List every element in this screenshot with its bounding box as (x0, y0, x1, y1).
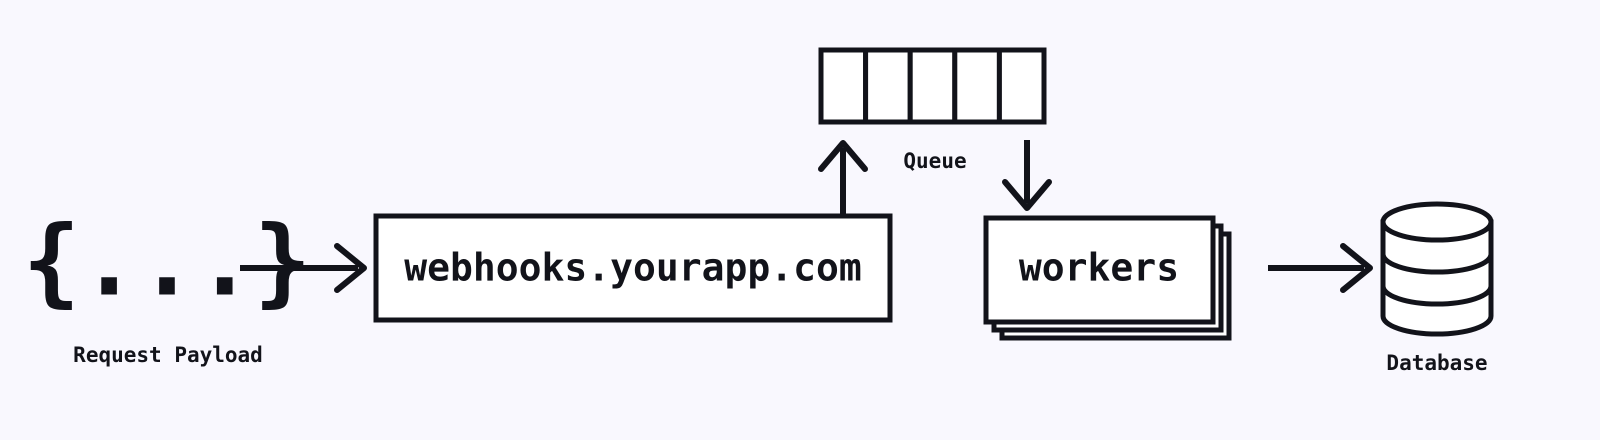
queue-cell (996, 47, 1047, 125)
database-caption: Database (1386, 351, 1487, 375)
queue-cell (863, 47, 913, 125)
database-body (1380, 219, 1494, 337)
payload-braces-icon: {...} (23, 205, 312, 317)
queue-caption: Queue (903, 149, 966, 173)
endpoint-box (373, 213, 893, 323)
arrow-endpoint-to-queue (818, 140, 868, 215)
arrow-queue-to-workers (1002, 140, 1052, 211)
request-payload-caption: Request Payload (73, 343, 263, 367)
workers-box-front (983, 215, 1216, 325)
arrow-head-icon (1340, 243, 1373, 293)
arrow-head-icon (818, 140, 868, 172)
database-top-ellipse (1380, 201, 1494, 243)
arrow-head-icon (334, 243, 367, 293)
database-band-1 (1380, 253, 1494, 275)
node-workers[interactable]: workers (983, 215, 1232, 341)
database-band-2 (1380, 285, 1494, 307)
arrow-workers-to-database (1268, 243, 1373, 293)
endpoint-label: webhooks.yourapp.com (404, 246, 862, 290)
queue-cell (952, 47, 1002, 125)
node-queue[interactable]: Queue (818, 47, 1047, 173)
node-webhooks-endpoint[interactable]: webhooks.yourapp.com (373, 213, 893, 323)
queue-cell (907, 47, 958, 125)
workers-label: workers (1019, 246, 1179, 290)
node-request-payload[interactable]: {...} Request Payload (23, 205, 312, 367)
node-database[interactable]: Database (1380, 201, 1494, 375)
arrow-payload-to-endpoint (240, 243, 367, 293)
queue-cell (818, 47, 869, 125)
arrow-head-icon (1002, 179, 1052, 211)
